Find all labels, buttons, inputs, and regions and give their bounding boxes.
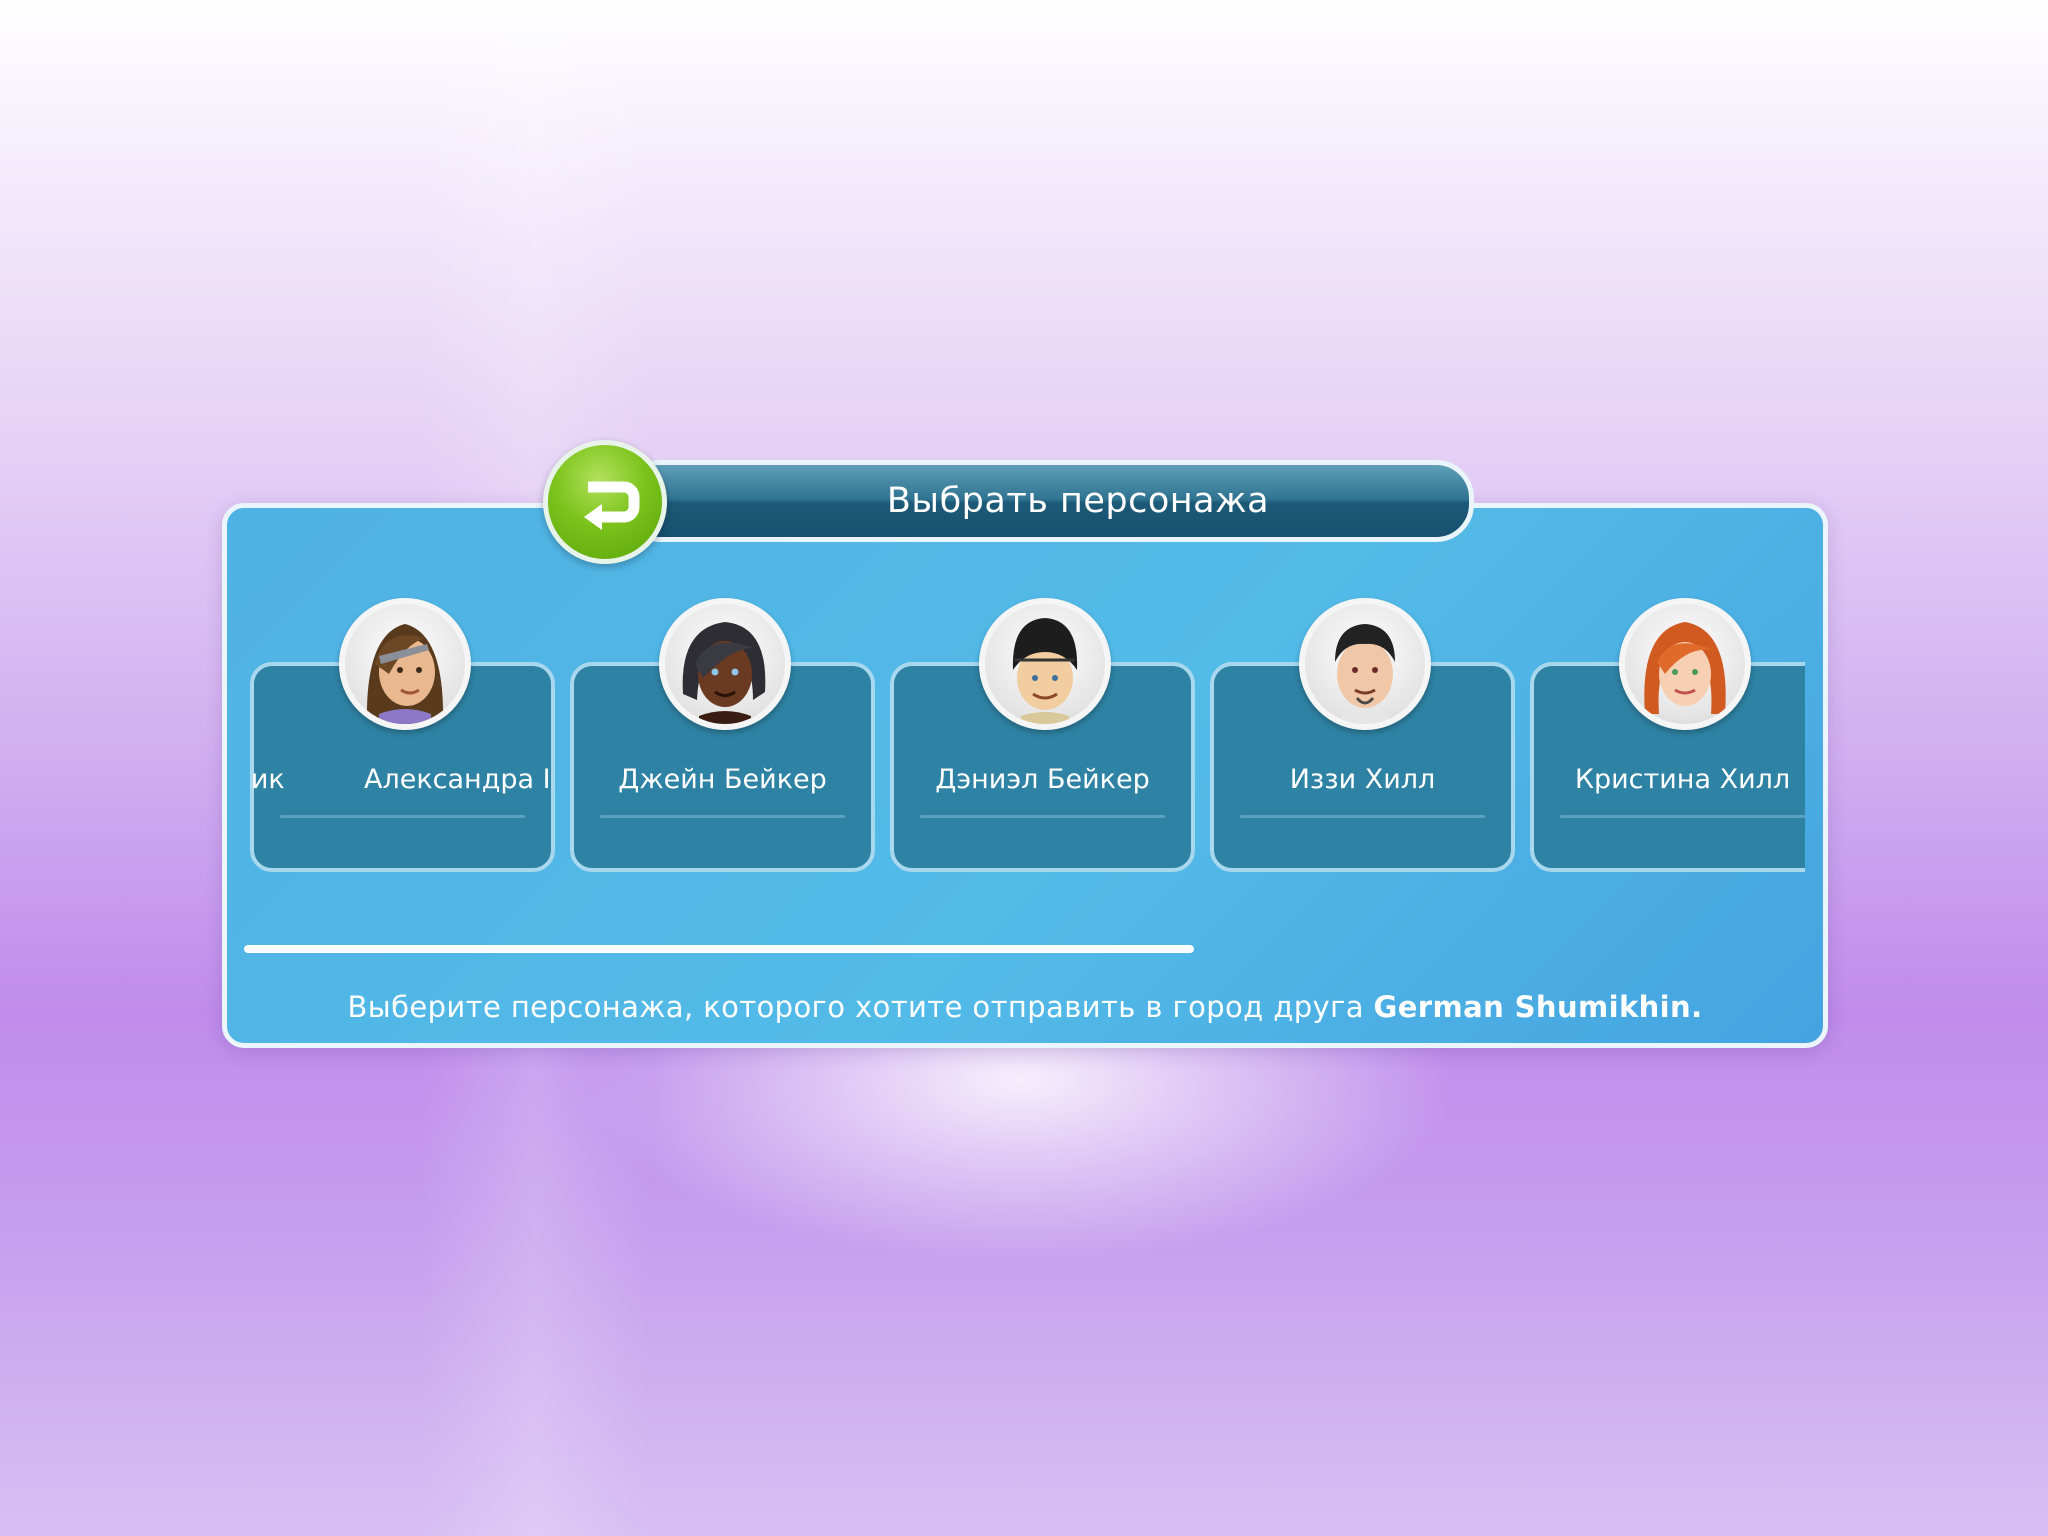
character-name: Дэниэл Бейкер	[935, 764, 1150, 795]
dialog-title-bar: Выбрать персонажа	[622, 460, 1474, 542]
card-divider	[920, 815, 1165, 818]
return-arrow-icon	[584, 481, 640, 530]
back-button[interactable]	[543, 440, 667, 564]
card-divider	[1560, 815, 1805, 818]
card-divider	[280, 815, 525, 818]
sim-portrait-icon[interactable]	[659, 598, 791, 730]
character-carousel[interactable]: омик Александра I Джейн Бейкер Дэни	[250, 592, 1805, 882]
character-name: Джейн Бейкер	[618, 764, 827, 795]
sim-portrait-icon[interactable]	[1619, 598, 1751, 730]
card-divider	[1240, 815, 1485, 818]
dialog-footer-message: Выберите персонажа, которого хотите отпр…	[222, 990, 1828, 1024]
dialog-title: Выбрать персонажа	[886, 481, 1270, 521]
sim-portrait-icon[interactable]	[1299, 598, 1431, 730]
character-name: Александра I	[364, 764, 551, 795]
sim-portrait-icon[interactable]	[979, 598, 1111, 730]
character-name: омик	[250, 764, 285, 795]
carousel-scrollbar[interactable]	[244, 945, 1194, 953]
card-divider	[600, 815, 845, 818]
character-name: Кристина Хилл	[1574, 764, 1791, 795]
character-name: Иззи Хилл	[1289, 764, 1436, 795]
sim-portrait-icon[interactable]	[339, 598, 471, 730]
friend-name: German Shumikhin.	[1373, 990, 1703, 1024]
footer-text: Выберите персонажа, которого хотите отпр…	[347, 990, 1374, 1024]
